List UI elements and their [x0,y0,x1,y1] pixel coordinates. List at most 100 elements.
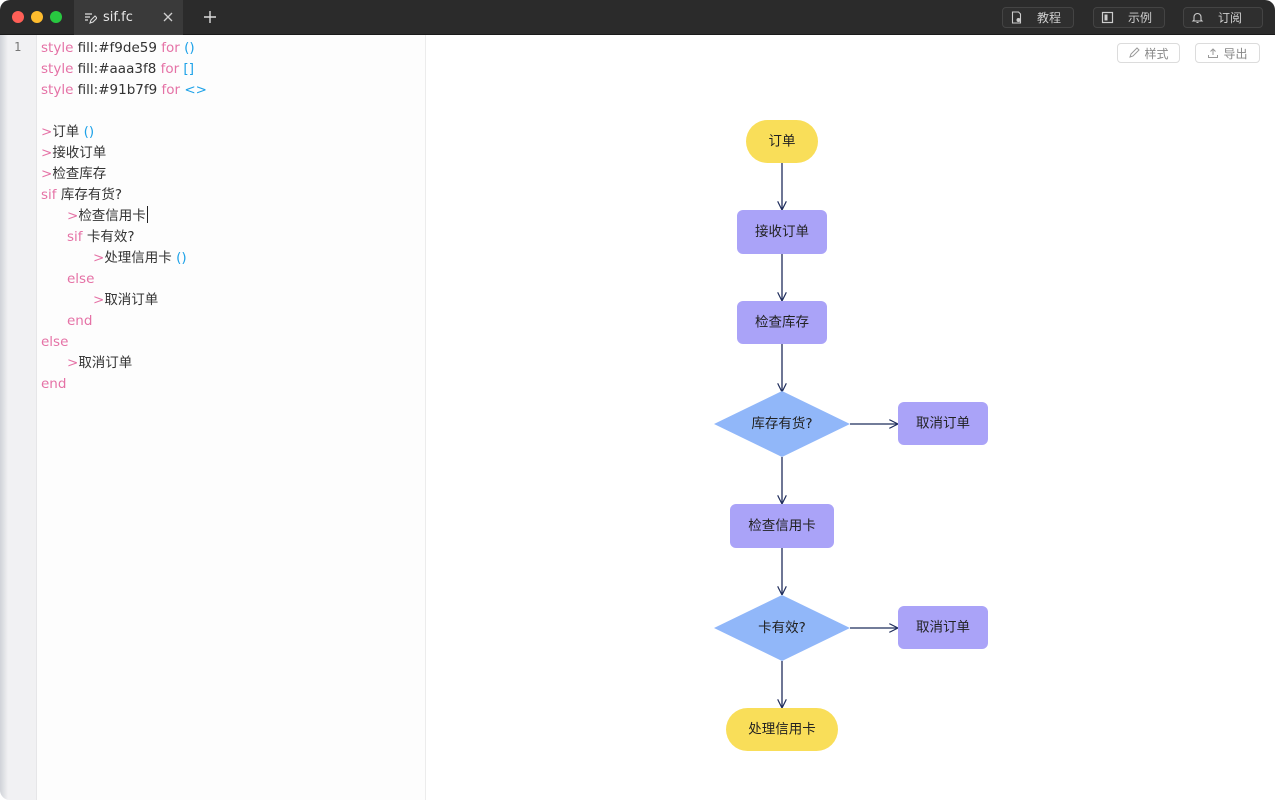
node-check-stock-label: 检查库存 [755,315,809,331]
tutorial-label: 教程 [1037,11,1062,25]
code-token: > [93,250,105,266]
code-token: sif [67,229,83,245]
example-label: 示例 [1128,11,1153,25]
node-card-decision-label: 卡有效? [758,620,806,636]
text-cursor [146,206,148,223]
minimize-window-button[interactable] [31,11,43,23]
node-cancel-order-1-label: 取消订单 [916,416,970,432]
code-token: () [83,124,95,140]
node-cancel-order-1[interactable]: 取消订单 [898,402,988,445]
code-token: 检查信用卡 [78,208,146,224]
export-label: 导出 [1223,46,1248,61]
code-line[interactable]: >检查库存 [41,164,106,185]
code-line[interactable]: >检查信用卡 [67,206,148,227]
node-process-card-label: 处理信用卡 [748,722,816,738]
tutorial-button[interactable]: 教程 [1002,7,1074,28]
node-check-card-label: 检查信用卡 [748,518,816,534]
style-button[interactable]: 样式 [1117,43,1180,63]
code-line[interactable]: else [41,332,68,353]
code-token: else [67,271,95,287]
brush-icon [1129,47,1141,58]
code-line[interactable]: >取消订单 [93,290,158,311]
code-line[interactable]: end [67,311,92,332]
code-token: > [93,292,105,308]
node-card-decision[interactable]: 卡有效? [714,595,850,661]
node-start[interactable]: 订单 [746,120,818,163]
gutter-shade [0,35,8,800]
code-line[interactable]: end [41,374,66,395]
code-token: 取消订单 [78,355,133,371]
code-token: [] [179,61,194,77]
code-line[interactable]: sif 卡有效? [67,227,135,248]
node-process-card[interactable]: 处理信用卡 [726,708,838,751]
example-button[interactable]: 示例 [1093,7,1165,28]
flowchart: 订单 接收订单 检查库存 库存有货? 取消订单 检查信用卡 [714,120,988,751]
code-line[interactable]: >处理信用卡 () [93,248,187,269]
node-stock-decision-label: 库存有货? [751,415,812,432]
subscribe-label: 订阅 [1218,11,1243,25]
code-editor[interactable]: style fill:#f9de59 for ()style fill:#aaa… [37,35,426,800]
new-tab-plus-icon[interactable] [201,8,219,26]
flowchart-preview: 样式 导出 [426,35,1275,800]
code-token: style [41,61,74,77]
code-token: sif [41,187,57,203]
node-cancel-order-2[interactable]: 取消订单 [898,606,988,649]
code-token: end [67,313,93,329]
code-token: 检查库存 [52,166,107,182]
code-token: > [67,355,79,371]
upload-icon [1208,48,1219,58]
code-line[interactable]: style fill:#91b7f9 for <> [41,80,207,101]
code-token: fill:#91b7f9 [73,82,162,98]
code-token: style [41,82,74,98]
node-stock-decision[interactable]: 库存有货? [714,391,850,457]
code-token: 卡有效? [82,229,135,245]
title-bar: sif.fc 教程 示例 订 [0,0,1275,35]
code-token: 订单 [52,124,84,140]
line-number-gutter: 1 [0,35,37,800]
code-token: > [41,124,53,140]
code-token: > [67,208,79,224]
code-token: 取消订单 [104,292,159,308]
node-start-label: 订单 [769,134,796,150]
subscribe-button[interactable]: 订阅 [1183,7,1263,28]
code-token: () [176,250,187,266]
close-window-button[interactable] [12,11,24,23]
code-line[interactable]: style fill:#aaa3f8 for [] [41,59,194,80]
code-token: for [161,40,180,56]
code-token: fill:#aaa3f8 [73,61,161,77]
code-line[interactable]: style fill:#f9de59 for () [41,38,195,59]
code-token: fill:#f9de59 [73,40,162,56]
code-line[interactable]: else [67,269,94,290]
maximize-window-button[interactable] [50,11,62,23]
code-token: > [41,145,53,161]
style-label: 样式 [1144,46,1169,61]
bell-icon [1191,12,1204,24]
code-token: 库存有货? [56,187,123,203]
code-line[interactable]: sif 库存有货? [41,185,122,206]
code-token: end [41,376,67,392]
code-line[interactable]: >订单 () [41,122,94,143]
code-line[interactable]: >取消订单 [67,353,132,374]
tab-sif-fc[interactable]: sif.fc [74,0,183,35]
code-token: 处理信用卡 [104,250,177,266]
code-token: style [41,40,74,56]
close-tab-icon[interactable] [160,9,176,25]
code-token: for [161,82,181,98]
code-token: > [41,166,53,182]
node-receive-order[interactable]: 接收订单 [737,210,827,254]
node-receive-order-label: 接收订单 [755,223,809,240]
edit-file-icon [85,12,97,24]
node-check-stock[interactable]: 检查库存 [737,301,827,344]
code-token: () [179,40,195,56]
node-cancel-order-2-label: 取消订单 [916,620,970,636]
code-token: for [160,61,180,77]
document-icon [1011,11,1022,24]
code-token: <> [180,82,207,98]
code-line[interactable]: >接收订单 [41,143,106,164]
code-token: else [41,334,69,350]
node-check-card[interactable]: 检查信用卡 [730,504,834,548]
line-number: 1 [14,40,22,54]
code-token: 接收订单 [52,145,107,161]
export-button[interactable]: 导出 [1195,43,1260,63]
